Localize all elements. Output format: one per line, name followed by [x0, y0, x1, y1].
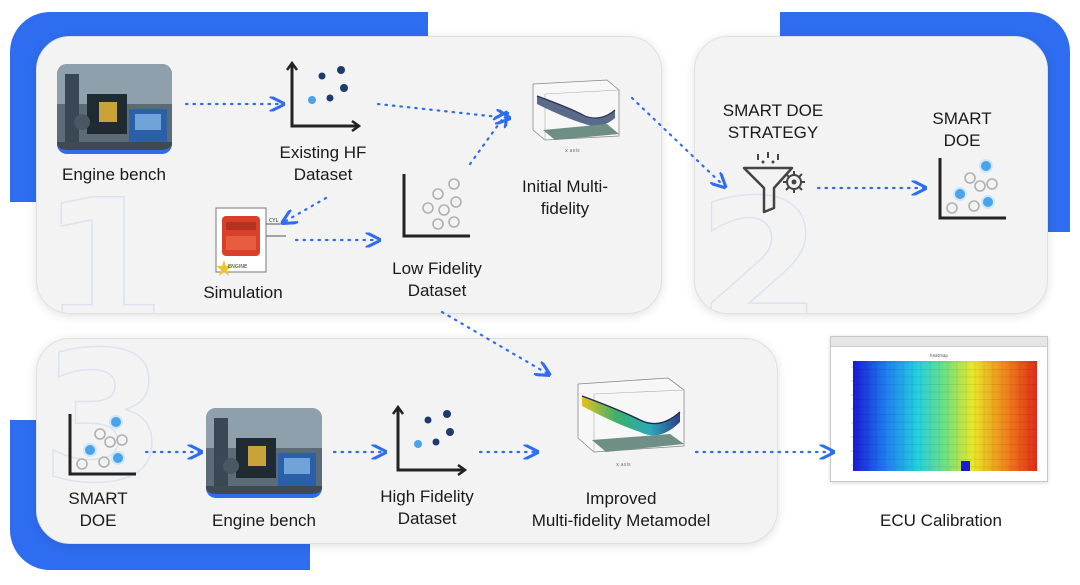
- smart-doe-scatter-icon: [938, 158, 1006, 220]
- simulation-engine-icon: CYL ENGINE: [215, 207, 286, 276]
- sim-engine-text: ENGINE: [228, 264, 247, 270]
- high-fidelity-scatter-icon: [392, 404, 467, 476]
- label-low-fidelity-line1: Low Fidelity: [392, 259, 482, 278]
- label-engine-bench-3: Engine bench: [212, 511, 316, 530]
- heatmap-grid: heatmap: [851, 353, 1037, 471]
- label-smart-doe-3-line2: DOE: [79, 511, 117, 530]
- label-low-fidelity: Low Fidelity Dataset: [372, 258, 502, 302]
- panel-2: 2: [694, 36, 1048, 314]
- label-smart-doe-2-line2: DOE: [943, 131, 981, 150]
- improved-surface-plot-icon: x axis: [577, 377, 685, 468]
- label-smart-doe-2-line1: SMART: [932, 109, 992, 128]
- heatmap-screenshot: heatmap: [830, 336, 1048, 482]
- svg-text:heatmap: heatmap: [930, 353, 948, 358]
- label-existing-hf-line1: Existing HF: [279, 143, 367, 162]
- label-improved-line2: Multi-fidelity Metamodel: [531, 511, 711, 530]
- svg-text:x axis: x axis: [565, 148, 580, 154]
- label-low-fidelity-line2: Dataset: [407, 281, 467, 300]
- engine-bench-photo-3: [206, 408, 322, 498]
- label-smart-doe-3: SMART DOE: [48, 488, 148, 532]
- label-improved-metamodel: Improved Multi-fidelity Metamodel: [506, 488, 736, 532]
- svg-text:CYL: CYL: [269, 218, 278, 224]
- label-smart-doe-2: SMART DOE: [912, 108, 1012, 152]
- label-high-fidelity-line2: Dataset: [397, 509, 457, 528]
- label-initial-mf-line1: Initial Multi-: [522, 177, 608, 196]
- panel-2-number: 2: [696, 162, 823, 314]
- scatter-plot-icon: [286, 60, 361, 132]
- surface-plot-icon: x axis: [532, 79, 620, 154]
- label-improved-line1: Improved: [585, 489, 657, 508]
- funnel-gear-icon: [742, 152, 805, 214]
- heatmap-window-titlebar: [831, 337, 1047, 347]
- label-strategy-line1: SMART DOE: [722, 101, 824, 120]
- label-smart-doe-strategy: SMART DOE STRATEGY: [708, 100, 838, 144]
- label-simulation: Simulation: [203, 283, 283, 302]
- label-engine-bench-1: Engine bench: [62, 165, 166, 184]
- panel-3-number: 3: [40, 338, 167, 523]
- low-fidelity-scatter-icon: [402, 174, 470, 238]
- label-smart-doe-3-line1: SMART: [68, 489, 128, 508]
- label-high-fidelity: High Fidelity Dataset: [362, 486, 492, 530]
- label-high-fidelity-line1: High Fidelity: [380, 487, 474, 506]
- label-existing-hf-line2: Dataset: [293, 165, 353, 184]
- label-ecu-calibration: ECU Calibration: [880, 511, 1002, 530]
- svg-text:x axis: x axis: [616, 462, 631, 468]
- smart-doe-scatter-icon-3: [68, 414, 136, 476]
- panel-1-number: 1: [40, 162, 167, 314]
- label-initial-multifidelity: Initial Multi- fidelity: [500, 176, 630, 220]
- label-initial-mf-line2: fidelity: [540, 199, 590, 218]
- engine-bench-photo: [57, 64, 172, 154]
- label-existing-hf: Existing HF Dataset: [258, 142, 388, 186]
- label-strategy-line2: STRATEGY: [727, 123, 819, 142]
